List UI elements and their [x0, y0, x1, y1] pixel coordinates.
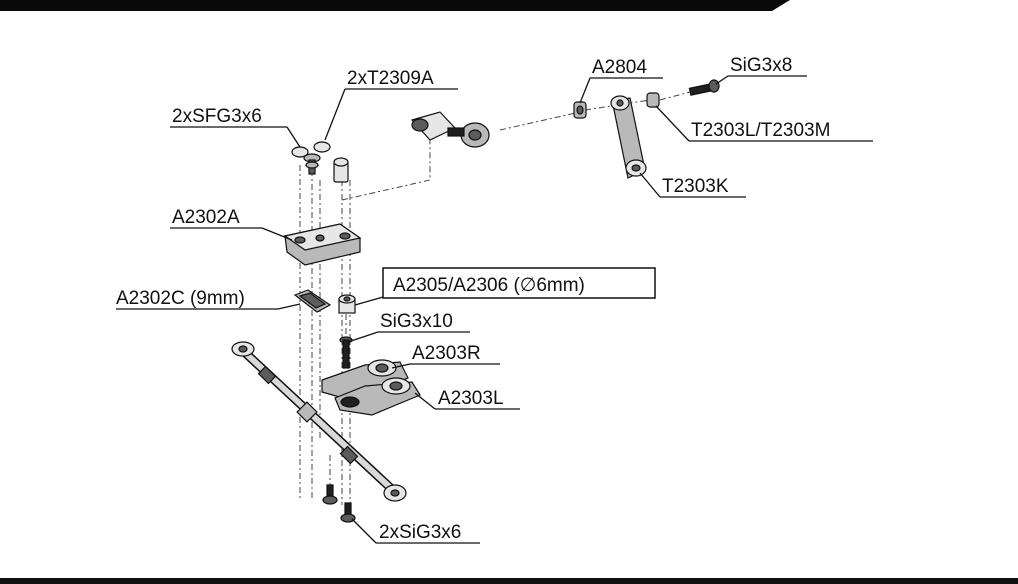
label-t2303l-t2303m: T2303L/T2303M	[691, 120, 830, 141]
t2303l-nut	[646, 92, 660, 108]
label-2xsfg3x6: 2xSFG3x6	[172, 106, 262, 127]
label-a2305-a2306: A2305/A2306 (∅6mm)	[393, 275, 585, 296]
label-a2303l: A2303L	[438, 388, 504, 409]
label-sig3x10: SiG3x10	[380, 311, 453, 332]
label-t2303k: T2303K	[662, 176, 729, 197]
t2309a-washers	[291, 141, 331, 158]
steering-link-rod	[231, 341, 407, 502]
a2303r-bellcrank	[321, 359, 409, 401]
label-a2302a: A2302A	[172, 207, 240, 228]
label-2xsig3x6: 2xSiG3x6	[379, 522, 461, 543]
a2305-spacer	[338, 294, 356, 314]
label-2xt2309a: 2xT2309A	[347, 68, 434, 89]
label-sig3x8: SiG3x8	[730, 55, 792, 76]
a2303l-bellcrank	[334, 377, 421, 416]
t2303k-servo-horn	[610, 95, 647, 179]
leader-lines	[116, 75, 873, 544]
header-band	[0, 0, 790, 11]
sig3x6-screws	[322, 484, 356, 523]
label-a2302c: A2302C (9mm)	[116, 288, 245, 309]
a2804-part	[573, 101, 587, 119]
spacer-cylinder	[333, 157, 349, 183]
a2302c-pad	[293, 289, 332, 313]
a2302a-plate	[283, 223, 362, 266]
bottom-rule	[0, 578, 1018, 584]
sfg3x6-screws	[303, 153, 321, 175]
ball-joint	[410, 111, 490, 148]
label-a2804: A2804	[592, 57, 647, 78]
a2305-label-box	[382, 267, 656, 299]
label-a2303r: A2303R	[412, 343, 481, 364]
sig3x8-screw	[688, 79, 720, 96]
